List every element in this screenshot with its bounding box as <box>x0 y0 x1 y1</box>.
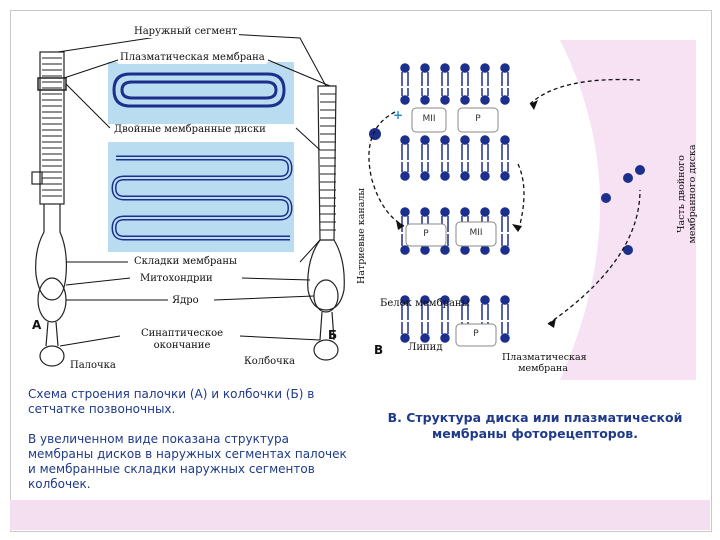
protein-p-1-label: P <box>475 114 481 124</box>
label-double-discs: Двойные мембранные диски <box>112 124 268 136</box>
protein-mii-2-label: MII <box>469 228 483 238</box>
protein-mii-2 <box>455 221 497 247</box>
dashed-arrows <box>368 78 641 325</box>
protein-p-3-label: P <box>473 329 479 339</box>
label-synaptic-ending: Синаптическое окончание <box>128 328 236 352</box>
label-plasma-membrane: Плазматическая мембрана <box>118 52 267 64</box>
arrowheads <box>396 100 556 328</box>
double-disc-inner <box>120 80 278 100</box>
letter-b: Б <box>328 328 338 342</box>
label-lipid: Липид <box>408 342 443 353</box>
membrane-folds-gap <box>112 157 292 239</box>
label-membrane-protein: Белок мембраны <box>380 298 470 309</box>
membrane-row-3 <box>400 207 510 255</box>
letter-v: В <box>374 343 384 357</box>
plus-sign: + <box>392 108 404 122</box>
lipid-membranes <box>400 63 510 343</box>
label-sodium-channels: Натриевые каналы <box>356 188 367 284</box>
bottom-band <box>10 500 710 530</box>
protein-mii-1 <box>411 107 447 133</box>
leader-lines <box>57 31 331 347</box>
label-membrane-folds: Складки мембраны <box>132 256 239 268</box>
protein-p-1 <box>457 107 499 133</box>
label-outer-segment: Наружный сегмент <box>132 26 240 38</box>
label-mitochondria: Митохондрии <box>138 273 215 285</box>
outer-molecules <box>369 128 645 255</box>
cone-cell <box>307 85 345 361</box>
label-cone: Колбочка <box>242 356 297 368</box>
label-plasma-membrane-right: Плазматическая мембрана <box>502 352 587 374</box>
label-rod: Палочка <box>68 360 118 372</box>
protein-mii-1-label: MII <box>422 114 436 124</box>
protein-p-2-label: P <box>423 229 429 239</box>
caption-right: В. Структура диска или плазматической ме… <box>387 410 683 441</box>
rod-cell <box>31 51 67 367</box>
membrane-row-1 <box>400 63 510 105</box>
membrane-row-2 <box>400 135 510 181</box>
protein-p-3 <box>455 323 497 347</box>
double-disc-membrane <box>112 72 286 108</box>
protein-p-2 <box>405 223 447 247</box>
disc-inset <box>108 62 294 124</box>
letter-a: А <box>32 318 42 332</box>
figure-frame <box>10 10 712 532</box>
caption-left-1: Схема строения палочки (А) и колбочки (Б… <box>28 387 315 416</box>
right-panel-white <box>400 40 600 380</box>
label-nucleus: Ядро <box>170 295 201 307</box>
label-disc-part: Часть двойного мембранного диска <box>676 144 698 244</box>
caption-left-2: В увеличенном виде показана структура ме… <box>28 432 347 491</box>
